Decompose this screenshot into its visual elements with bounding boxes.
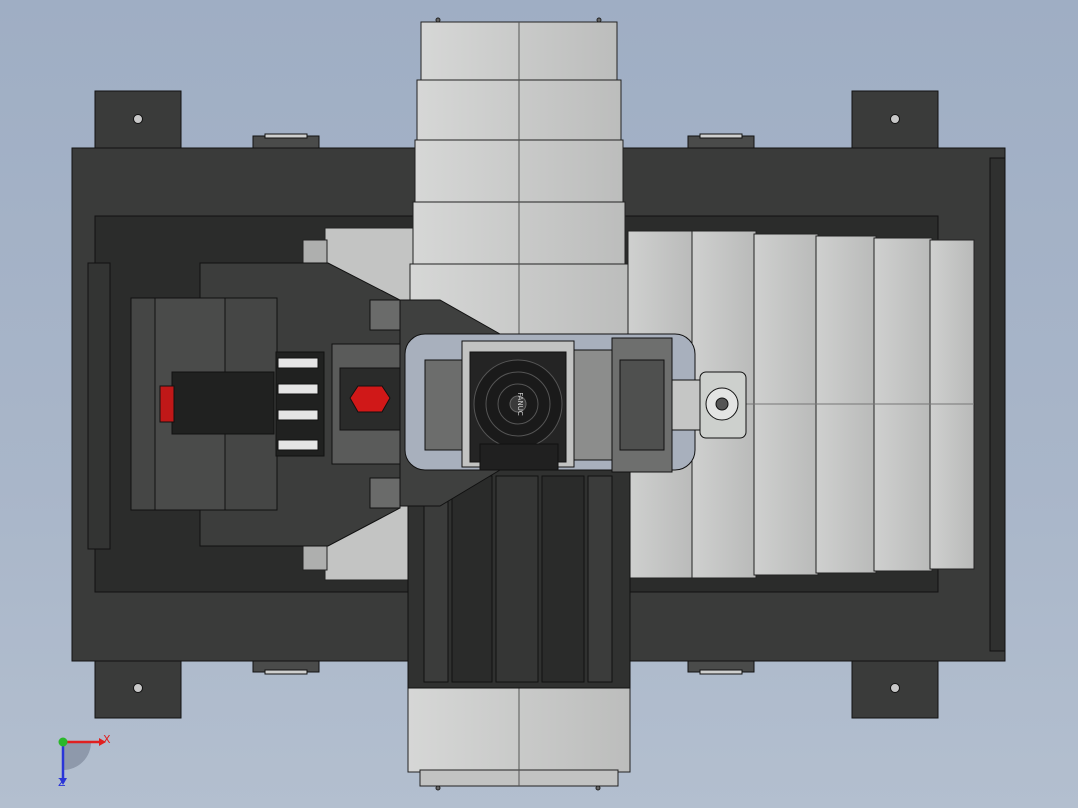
gearbox [573, 337, 747, 473]
y-axis-cover-top [409, 17, 629, 337]
y-axis-cover-bottom [407, 685, 631, 791]
axis-z-label: Z [58, 776, 66, 789]
spindle-column [407, 469, 631, 689]
spindle-motor [461, 340, 575, 471]
y-axis-point [58, 737, 68, 747]
leveling-pads [252, 133, 755, 675]
coordinate-triad [58, 737, 106, 785]
worktable-vise [130, 262, 401, 547]
spindle-motor-label: FANUC [516, 392, 524, 416]
rotary-indexer [331, 299, 409, 509]
axis-x-label: X [103, 733, 111, 746]
